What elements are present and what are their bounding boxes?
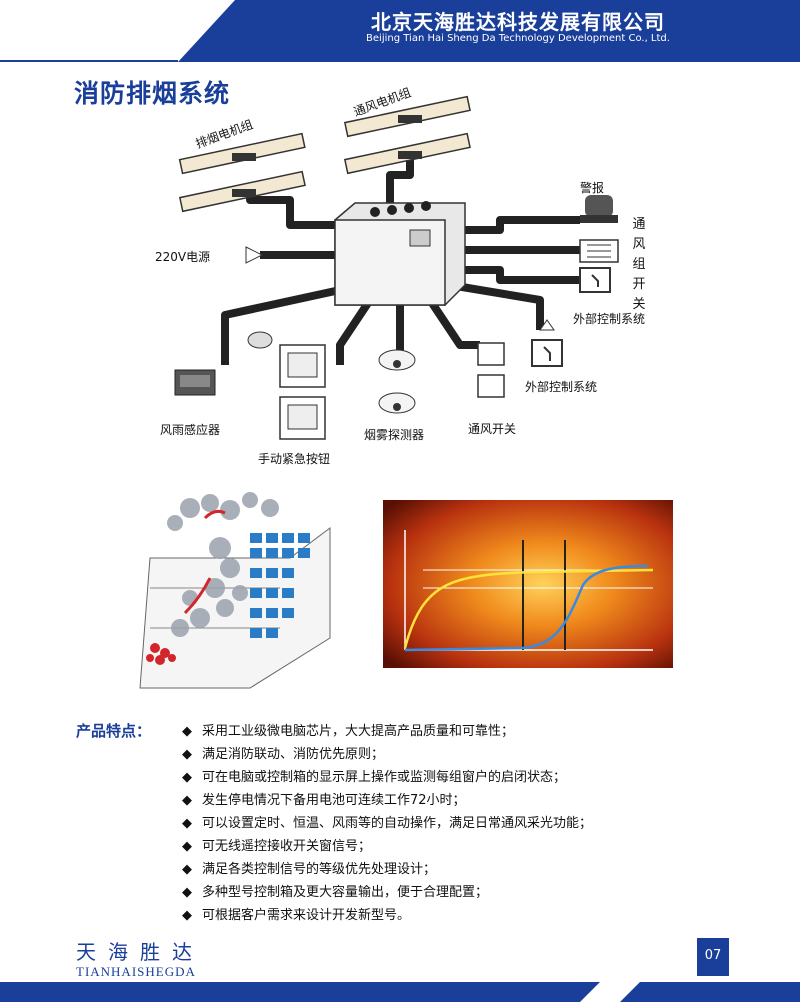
page-number: 07 <box>704 948 722 963</box>
feature-item: ◆可根据客户需求来设计开发新型号。 <box>182 904 592 927</box>
label-smoke-detector: 烟雾探测器 <box>364 428 425 442</box>
page-number-box <box>697 938 729 976</box>
diamond-bullet-icon: ◆ <box>182 885 192 900</box>
diamond-bullet-icon: ◆ <box>182 747 192 762</box>
label-vent-switch: 通风开关 <box>468 422 517 436</box>
diamond-bullet-icon: ◆ <box>182 839 192 854</box>
footer-band <box>0 982 800 1002</box>
diamond-bullet-icon: ◆ <box>182 816 192 831</box>
label-external-control-1: 外部控制系统 <box>573 312 646 326</box>
footer-brand-en: TIANHAISHEGDA <box>76 964 196 979</box>
feature-item: ◆满足各类控制信号的等级优先处理设计； <box>182 858 592 881</box>
feature-item: ◆多种型号控制箱及更大容量输出，便于合理配置； <box>182 881 592 904</box>
features-label: 产品特点： <box>76 722 152 740</box>
diamond-bullet-icon: ◆ <box>182 793 192 808</box>
feature-item: ◆可以设置定时、恒温、风雨等的自动操作，满足日常通风采光功能； <box>182 812 592 835</box>
feature-item: ◆可无线遥控接收开关窗信号； <box>182 835 592 858</box>
feature-item: ◆采用工业级微电脑芯片，大大提高产品质量和可靠性； <box>182 720 592 743</box>
label-rain-sensor: 风雨感应器 <box>160 423 221 437</box>
label-vent-group-switch: 通风组开关 <box>632 217 646 312</box>
footer-brand-cn: 天海胜达 <box>76 940 204 964</box>
label-alarm: 警报 <box>580 181 605 195</box>
diamond-bullet-icon: ◆ <box>182 908 192 923</box>
fire-spread-chart <box>383 500 673 668</box>
feature-item: ◆可在电脑或控制箱的显示屏上操作或监测每组窗户的启闭状态； <box>182 766 592 789</box>
company-name-en: Beijing Tian Hai Sheng Da Technology Dev… <box>366 33 670 44</box>
feature-item: ◆发生停电情况下备用电池可连续工作72小时； <box>182 789 592 812</box>
feature-item: ◆满足消防联动、消防优先原则； <box>182 743 592 766</box>
page-title: 消防排烟系统 <box>74 79 231 108</box>
building-smoke-illustration <box>139 492 331 689</box>
label-manual-button: 手动紧急按钮 <box>258 452 331 466</box>
diamond-bullet-icon: ◆ <box>182 862 192 877</box>
header-band <box>0 0 800 62</box>
company-name-cn: 北京天海胜达科技发展有限公司 <box>371 10 665 34</box>
system-diagram <box>174 95 619 440</box>
diamond-bullet-icon: ◆ <box>182 770 192 785</box>
label-power: 220V电源 <box>155 250 211 264</box>
diamond-bullet-icon: ◆ <box>182 724 192 739</box>
features-list: ◆采用工业级微电脑芯片，大大提高产品质量和可靠性； ◆满足消防联动、消防优先原则… <box>182 720 592 927</box>
label-external-control-2: 外部控制系统 <box>525 380 598 394</box>
